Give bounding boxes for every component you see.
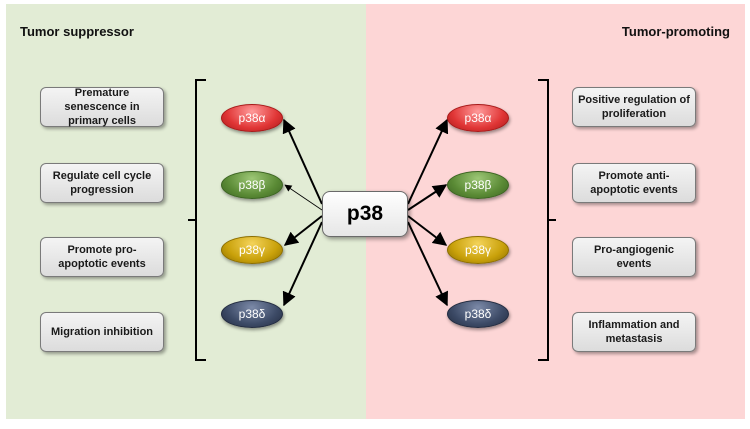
right-isoform-p38-alpha: p38α (447, 104, 509, 132)
right-effect-box-4: Inflammation and metastasis (572, 312, 696, 352)
right-isoform-p38-gamma: p38γ (447, 236, 509, 264)
p38-center-node: p38 (322, 191, 408, 237)
right-effect-box-3: Pro-angiogenic events (572, 237, 696, 277)
left-isoform-p38-gamma: p38γ (221, 236, 283, 264)
arrow-to-left-p38-alpha (282, 118, 323, 205)
arrow-to-left-p38-gamma (283, 215, 323, 246)
left-effect-box-3: Promote pro-apoptotic events (40, 237, 164, 277)
tumor-promoting-title: Tumor-promoting (621, 24, 730, 39)
arrow-to-right-p38-beta (407, 184, 448, 211)
right-isoform-p38-beta: p38β (447, 171, 509, 199)
left-isoform-p38-delta: p38δ (221, 300, 283, 328)
right-isoform-p38-delta: p38δ (447, 300, 509, 328)
left-effect-box-4: Migration inhibition (40, 312, 164, 352)
left-isoform-p38-alpha: p38α (221, 104, 283, 132)
arrow-to-left-p38-beta (284, 184, 323, 211)
left-isoform-p38-beta: p38β (221, 171, 283, 199)
left-effect-box-2: Regulate cell cycle progression (40, 163, 164, 203)
left-effect-box-1: Premature senescence in primary cells (40, 87, 164, 127)
left-bracket (188, 79, 206, 361)
tumor-suppressor-title: Tumor suppressor (20, 24, 134, 39)
right-effect-box-2: Promote anti-apoptotic events (572, 163, 696, 203)
arrow-to-right-p38-alpha (407, 118, 449, 205)
arrow-to-right-p38-delta (407, 221, 448, 307)
right-bracket (538, 79, 556, 361)
arrow-to-right-p38-gamma (407, 215, 448, 246)
right-effect-box-1: Positive regulation of proliferation (572, 87, 696, 127)
arrow-to-left-p38-delta (282, 221, 323, 307)
